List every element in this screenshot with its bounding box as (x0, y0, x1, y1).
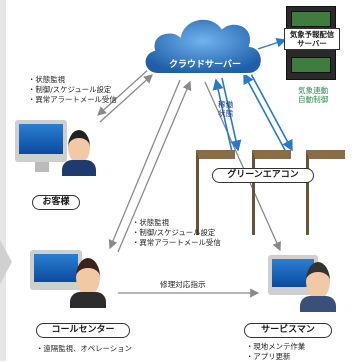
call-center-feature-item: 状態監視 (132, 218, 221, 228)
customer-monitor-icon (15, 120, 67, 162)
serviceman-person-icon (300, 262, 336, 312)
call-center-feature-list: 状態監視 制御/スケジュール設定 異常アラートメール受信 (132, 218, 221, 248)
repair-instruction-label: 修理対応指示 (160, 280, 206, 289)
call-center-monitor-icon (30, 250, 82, 290)
customer-feature-list: 状態監視 制御/スケジュール設定 異常アラートメール受信 (28, 75, 117, 105)
customer-person-icon (62, 130, 96, 176)
operating-state-label: 稼働 状態 (218, 100, 233, 118)
aircon-unit-1 (196, 150, 235, 235)
left-chevron-icon (0, 240, 12, 284)
weather-link-label: 気象連動 自動制御 (298, 86, 328, 104)
left-panel-strip (0, 0, 6, 361)
aircon-unit-3 (306, 150, 345, 235)
cloud-shape (143, 17, 263, 75)
customer-feature-item: 状態監視 (28, 75, 117, 85)
weather-link-line2: 自動制御 (298, 95, 329, 104)
weather-server-label-line2: サーバー (297, 39, 327, 48)
customer-monitor-stand (35, 162, 49, 172)
call-center-feature-item: 異常アラートメール受信 (132, 238, 220, 248)
call-center-bottom-item: 遠隔監視、オペレーション (36, 344, 132, 354)
customer-feature-item: 異常アラートメール受信 (28, 95, 116, 105)
call-center-bottom-list: 遠隔監視、オペレーション (36, 344, 132, 354)
weather-link-line1: 気象連動 (298, 86, 329, 95)
customer-feature-item: 制御/スケジュール設定 (28, 85, 117, 95)
call-center-label: コールセンター (36, 323, 130, 338)
call-center-person-icon (70, 258, 106, 308)
serviceman-bottom-item: アプリ更新 (246, 352, 305, 362)
aircon-label: グリーンエアコン (212, 168, 314, 183)
customer-label: お客様 (32, 195, 80, 210)
operating-state-line1: 稼働 (218, 100, 234, 109)
weather-server-label: 気象予報配信 サーバー (284, 28, 340, 50)
serviceman-label: サービスマン (244, 323, 332, 338)
serviceman-bottom-item: 現地メンテ作業 (246, 342, 305, 352)
cloud-server-label: クラウドサーバー (169, 60, 241, 70)
weather-server-label-line1: 気象予報配信 (289, 30, 335, 39)
serviceman-bottom-list: 現地メンテ作業 アプリ更新 (246, 342, 305, 362)
operating-state-line2: 状態 (218, 109, 234, 118)
call-center-feature-item: 制御/スケジュール設定 (132, 228, 221, 238)
aircon-unit-2 (252, 150, 291, 235)
